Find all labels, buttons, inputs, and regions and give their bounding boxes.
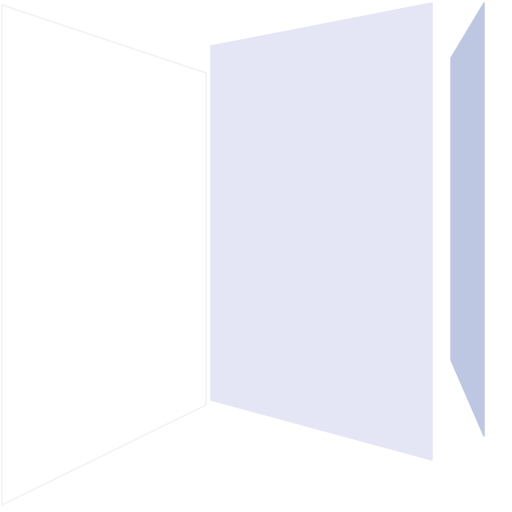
left-panel: [1, 4, 207, 506]
center-panel: [210, 2, 433, 461]
right-panel: [450, 2, 485, 437]
